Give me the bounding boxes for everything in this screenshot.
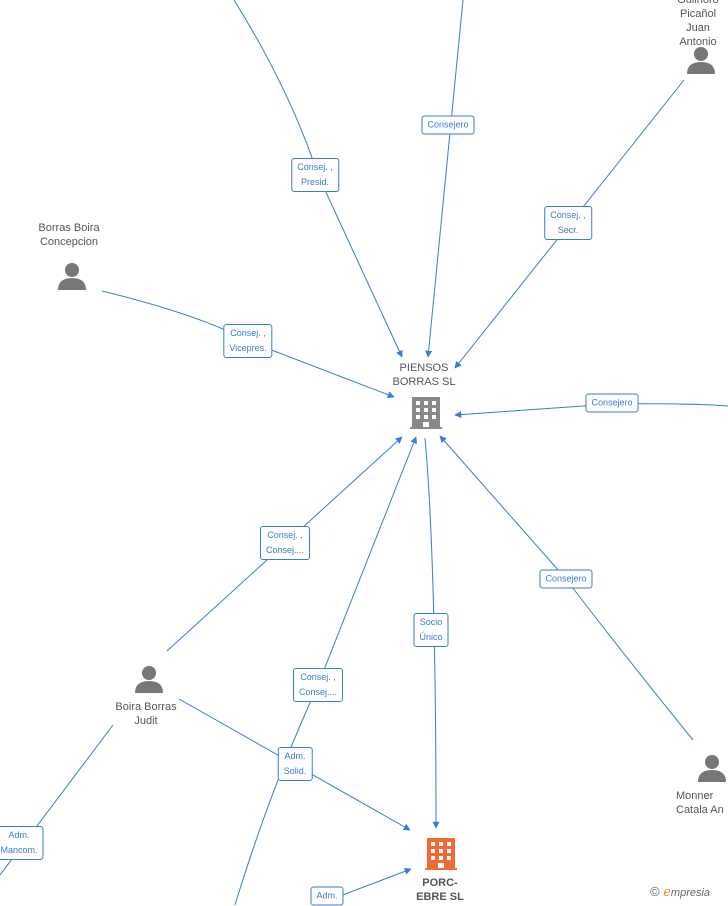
brand-rest: mpresia <box>670 887 711 899</box>
empresia-watermark: © empresia <box>650 884 710 900</box>
node-label-borras-boira[interactable]: Borras Boira Concepcion <box>38 222 100 248</box>
person-icon-boira-borras <box>135 666 163 693</box>
edge-socio-unico <box>424 437 440 829</box>
edge-label-adm-solid[interactable]: Adm. Solid. <box>277 747 313 781</box>
edge-label-consejero-monner[interactable]: Consejero <box>539 569 593 589</box>
edge-label-secr[interactable]: Consej. , Secr. <box>544 206 592 240</box>
edge-consejero-top <box>425 0 464 358</box>
edge-label-bottom-consej[interactable]: Consej. , Consej.... <box>292 668 344 702</box>
edge-label-judit-consej[interactable]: Consej. , Consej.... <box>259 526 311 560</box>
node-label-boira-borras[interactable]: Boira Borras Judit <box>115 701 177 727</box>
edge-label-vicepres[interactable]: Consej. , Vicepres. <box>223 324 273 358</box>
copyright-symbol: © <box>650 884 660 899</box>
edge-label-consejero-top[interactable]: Consejero <box>421 115 475 135</box>
node-label-monner[interactable]: Monner Catala An <box>676 790 724 816</box>
edge-label-adm[interactable]: Adm. <box>310 886 344 906</box>
node-label-porc[interactable]: PORC- EBRE SL <box>416 877 464 903</box>
node-label-piensos[interactable]: PIENSOS BORRAS SL <box>392 362 456 388</box>
brand-initial: e <box>663 885 671 900</box>
edge-adm <box>339 867 412 897</box>
edge-label-adm-mancom[interactable]: Adm. Mancom. <box>0 826 44 860</box>
person-icon-monner <box>698 755 726 782</box>
person-icon-borras-boira <box>58 263 86 290</box>
building-icon-porc <box>425 838 457 870</box>
edge-label-socio-unico[interactable]: Socio Único <box>413 613 449 647</box>
person-icon-gulinoro <box>687 47 715 74</box>
edge-monner-piensos <box>439 435 694 741</box>
edge-label-presid[interactable]: Consej. , Presid. <box>291 158 339 192</box>
building-icon-piensos <box>410 397 442 429</box>
edge-label-consejero-right[interactable]: Consejero <box>585 393 639 413</box>
node-label-gulinoro[interactable]: Gulinoro Picañol Juan Antonio <box>677 0 719 48</box>
